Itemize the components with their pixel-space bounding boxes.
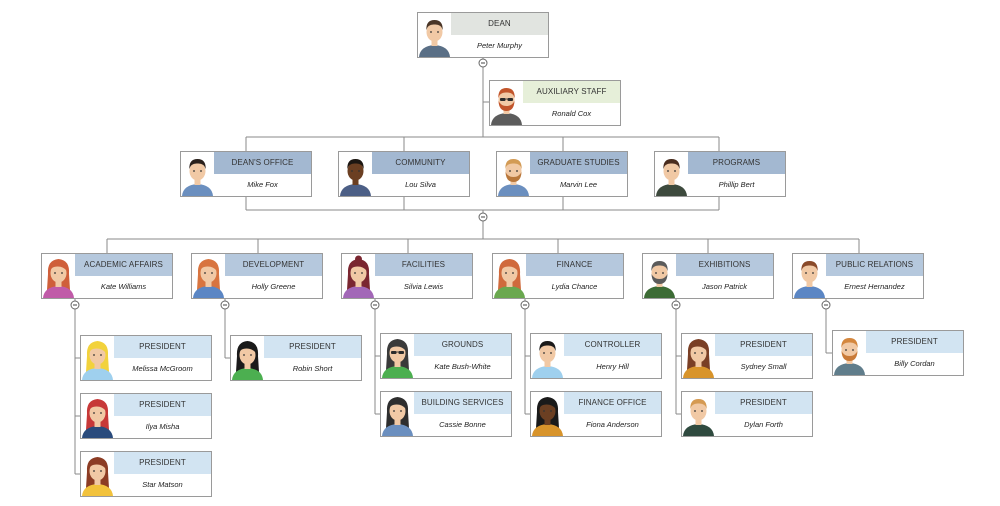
card-person-name: Holly Greene — [251, 282, 296, 291]
card-community[interactable]: COMMUNITY Lou Silva — [338, 151, 470, 197]
card-person-name: Henry Hill — [596, 362, 629, 371]
card-title: COMMUNITY — [372, 152, 469, 174]
card-title: DEAN'S OFFICE — [214, 152, 311, 174]
card-person-name: Silvia Lewis — [403, 282, 444, 291]
card-title: FINANCE OFFICE — [564, 392, 661, 414]
person-bearded-icon — [643, 254, 676, 298]
card-person-name: Fiona Anderson — [586, 420, 639, 429]
card-title: DEVELOPMENT — [225, 254, 322, 276]
card-president-star[interactable]: PRESIDENT Star Matson — [80, 451, 212, 497]
person-female-icon — [682, 334, 715, 378]
card-person-name: Lydia Chance — [551, 282, 598, 291]
person-female-icon — [493, 254, 526, 298]
card-title: EXHIBITIONS — [676, 254, 773, 276]
card-title: AUXILIARY STAFF — [523, 81, 620, 103]
person-male-icon — [655, 152, 688, 196]
person-female-icon — [231, 336, 264, 380]
person-male-icon — [418, 13, 451, 57]
card-finance[interactable]: FINANCE Lydia Chance — [492, 253, 624, 299]
card-title: PRESIDENT — [114, 336, 211, 358]
person-female-sunglasses-icon — [381, 334, 414, 378]
card-person-name: Jason Patrick — [701, 282, 748, 291]
person-male-icon — [339, 152, 372, 196]
card-president-melissa[interactable]: PRESIDENT Melissa McGroom — [80, 335, 212, 381]
person-male-icon — [682, 392, 715, 436]
person-male-icon — [531, 334, 564, 378]
person-male-icon — [181, 152, 214, 196]
card-public-relations[interactable]: PUBLIC RELATIONS Ernest Hernandez — [792, 253, 924, 299]
person-bearded-icon — [497, 152, 530, 196]
card-person-name: Ronald Cox — [551, 109, 592, 118]
card-graduate-studies[interactable]: GRADUATE STUDIES Marvin Lee — [496, 151, 628, 197]
person-female-icon — [381, 392, 414, 436]
card-person-name: Star Matson — [142, 480, 183, 489]
person-female-icon — [81, 394, 114, 438]
card-person-name: Peter Murphy — [476, 41, 523, 50]
card-person-name: Phillip Bert — [718, 180, 755, 189]
card-person-name: Melissa McGroom — [132, 364, 193, 373]
card-title: FINANCE — [526, 254, 623, 276]
card-title: GRADUATE STUDIES — [530, 152, 627, 174]
card-academic-affairs[interactable]: ACADEMIC AFFAIRS Kate Williams — [41, 253, 173, 299]
person-female-icon — [531, 392, 564, 436]
card-person-name: Lou Silva — [405, 180, 436, 189]
card-title: PROGRAMS — [688, 152, 785, 174]
card-development[interactable]: DEVELOPMENT Holly Greene — [191, 253, 323, 299]
card-title: PRESIDENT — [866, 331, 963, 353]
card-title: PRESIDENT — [114, 452, 211, 474]
card-person-name: Marvin Lee — [559, 180, 598, 189]
card-deans-office[interactable]: DEAN'S OFFICE Mike Fox — [180, 151, 312, 197]
card-president-robin[interactable]: PRESIDENT Robin Short — [230, 335, 362, 381]
card-title: PRESIDENT — [114, 394, 211, 416]
card-programs[interactable]: PROGRAMS Phillip Bert — [654, 151, 786, 197]
card-title: GROUNDS — [414, 334, 511, 356]
card-person-name: Dylan Forth — [744, 420, 783, 429]
card-title: CONTROLLER — [564, 334, 661, 356]
card-president-billy[interactable]: PRESIDENT Billy Cordan — [832, 330, 964, 376]
card-title: PRESIDENT — [715, 334, 812, 356]
person-female-icon — [81, 336, 114, 380]
person-female-icon — [342, 254, 375, 298]
card-title: DEAN — [451, 13, 548, 35]
card-controller[interactable]: CONTROLLER Henry Hill — [530, 333, 662, 379]
card-facilities[interactable]: FACILITIES Silvia Lewis — [341, 253, 473, 299]
card-finance-office[interactable]: FINANCE OFFICE Fiona Anderson — [530, 391, 662, 437]
person-female-icon — [42, 254, 75, 298]
person-female-icon — [192, 254, 225, 298]
card-title: PRESIDENT — [264, 336, 361, 358]
card-person-name: Robin Short — [292, 364, 333, 373]
card-building-services[interactable]: BUILDING SERVICES Cassie Bonne — [380, 391, 512, 437]
card-person-name: Cassie Bonne — [439, 420, 486, 429]
person-female-icon — [81, 452, 114, 496]
card-president-ilya[interactable]: PRESIDENT Ilya Misha — [80, 393, 212, 439]
card-dean[interactable]: DEAN Peter Murphy — [417, 12, 549, 58]
card-title: ACADEMIC AFFAIRS — [75, 254, 172, 276]
card-title: BUILDING SERVICES — [414, 392, 511, 414]
card-president-sydney[interactable]: PRESIDENT Sydney Small — [681, 333, 813, 379]
card-exhibitions[interactable]: EXHIBITIONS Jason Patrick — [642, 253, 774, 299]
card-person-name: Billy Cordan — [894, 359, 935, 368]
card-person-name: Ilya Misha — [145, 422, 180, 431]
person-bearded-icon — [833, 331, 866, 375]
card-president-dylan[interactable]: PRESIDENT Dylan Forth — [681, 391, 813, 437]
card-person-name: Kate Williams — [100, 282, 147, 291]
card-title: FACILITIES — [375, 254, 472, 276]
card-grounds[interactable]: GROUNDS Kate Bush-White — [380, 333, 512, 379]
person-male-icon — [793, 254, 826, 298]
card-person-name: Mike Fox — [247, 180, 278, 189]
card-title: PRESIDENT — [715, 392, 812, 414]
card-auxiliary-staff[interactable]: AUXILIARY STAFF Ronald Cox — [489, 80, 621, 126]
person-bearded-sunglasses-icon — [490, 81, 523, 125]
card-person-name: Sydney Small — [740, 362, 787, 371]
card-person-name: Kate Bush-White — [434, 362, 491, 371]
card-person-name: Ernest Hernandez — [844, 282, 905, 291]
card-title: PUBLIC RELATIONS — [826, 254, 923, 276]
